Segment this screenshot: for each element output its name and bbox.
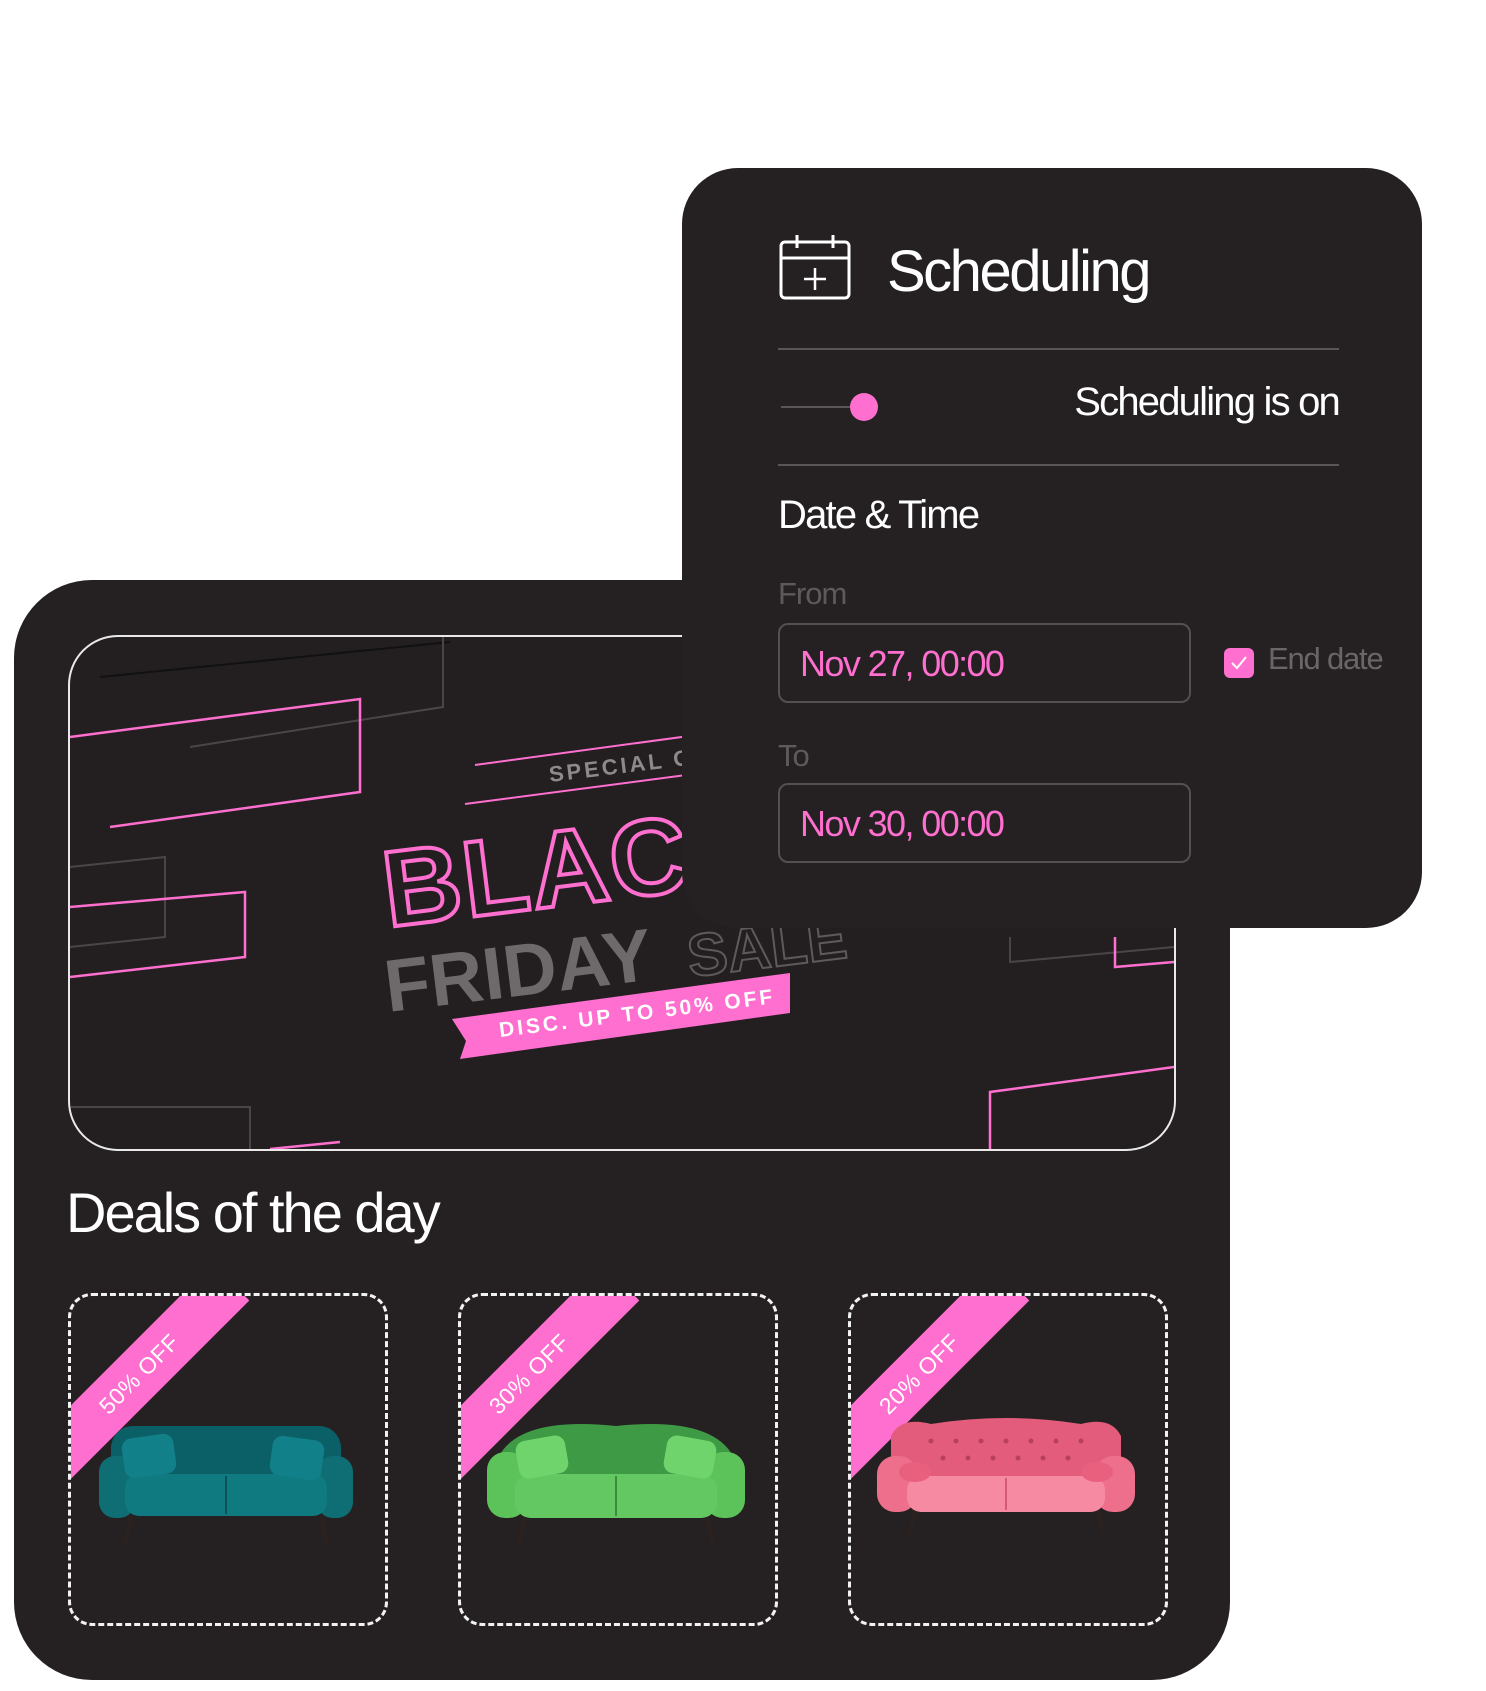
- sofa-green-icon: [487, 1424, 745, 1543]
- end-date-label: End date: [1268, 641, 1384, 676]
- end-date-checkbox[interactable]: [1224, 648, 1254, 678]
- scheduling-panel: Scheduling Scheduling is on Date & Time …: [682, 168, 1422, 928]
- deal-card[interactable]: 20% OFF: [848, 1293, 1168, 1626]
- from-date-field[interactable]: Nov 27, 00:00: [778, 623, 1191, 703]
- scheduling-toggle-track[interactable]: [781, 406, 851, 408]
- sofa-pink-icon: [877, 1418, 1135, 1535]
- divider: [778, 348, 1339, 350]
- from-label: From: [778, 576, 847, 611]
- section-title: Date & Time: [778, 493, 980, 537]
- to-label: To: [778, 738, 810, 773]
- deal-card[interactable]: 50% OFF: [68, 1293, 388, 1626]
- panel-title: Scheduling: [887, 239, 1152, 304]
- calendar-plus-icon: [779, 235, 851, 300]
- divider: [778, 464, 1339, 466]
- sofa-teal-icon: [99, 1426, 353, 1545]
- toggle-label: Scheduling is on: [1074, 380, 1341, 424]
- to-date-field[interactable]: Nov 30, 00:00: [778, 783, 1191, 863]
- deal-card[interactable]: 30% OFF: [458, 1293, 778, 1626]
- check-icon: [1231, 656, 1247, 670]
- from-date-value: Nov 27, 00:00: [800, 643, 1005, 684]
- deals-title: Deals of the day: [66, 1181, 441, 1244]
- scheduling-toggle-knob[interactable]: [850, 393, 878, 421]
- to-date-value: Nov 30, 00:00: [800, 803, 1005, 844]
